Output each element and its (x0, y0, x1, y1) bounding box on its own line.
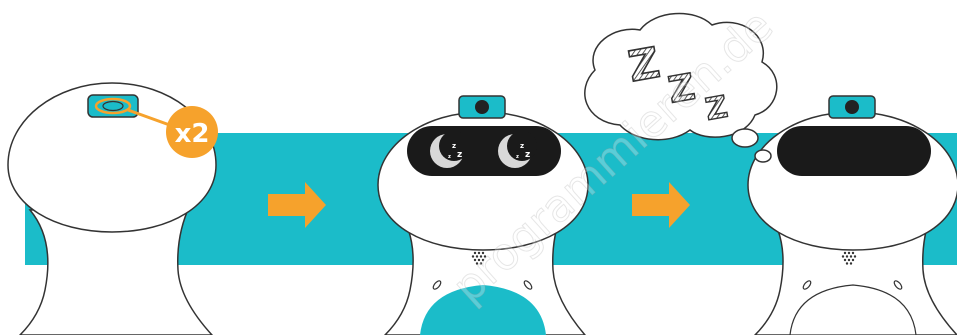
face-screen-off (777, 126, 931, 176)
svg-text:z: z (525, 150, 530, 160)
robot-1: x2 (8, 83, 218, 335)
svg-text:z: z (516, 154, 519, 160)
robot-3 (748, 96, 957, 335)
svg-text:z: z (448, 154, 451, 160)
svg-text:z: z (520, 142, 524, 150)
double-press-label: x2 (175, 119, 210, 149)
svg-text:z: z (457, 150, 462, 160)
svg-text:z: z (452, 142, 456, 150)
